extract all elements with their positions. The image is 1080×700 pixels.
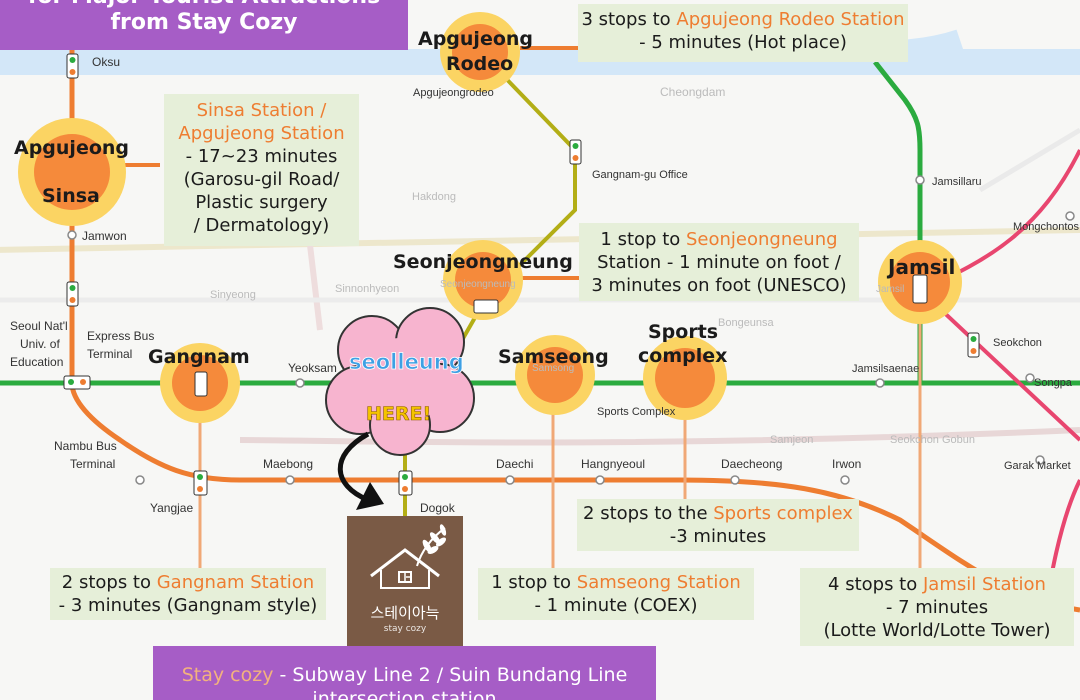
callout-jamsil: 4 stops to Jamsil Station - 7 minutes (L… [800,568,1074,646]
callout-seonjeongneung: 1 stop to Seonjeongneung Station - 1 min… [579,223,859,301]
label-sports-complex-small: Sports Complex [597,406,676,418]
label-seoul-natl-2: Univ. of [20,337,60,351]
label-samjeon: Samjeon [770,434,813,446]
stay-cozy-logo: 스테이아늑 stay cozy [347,516,463,646]
callout-seon-line-2: Station - 1 minute on foot / [597,252,841,273]
callout-gangnam: 2 stops to Gangnam Station - 3 minutes (… [50,568,326,620]
callout-jamsil-line-2: - 7 minutes [885,597,989,618]
label-sinyeong: Sinyeong [210,289,256,301]
label-jamwon: Jamwon [82,229,127,243]
hub-label-samseong: Samseong [498,346,609,368]
header-line-1: for Major Tourist Attractions [0,0,408,8]
label-daechi: Daechi [496,457,533,471]
callout-sinsa-line-3: - 17~23 minutes [185,146,338,167]
hub-label-apgujeong: Apgujeong [14,137,129,159]
callout-rodeo-line-1: 3 stops to Apgujeong Rodeo Station [581,9,905,30]
label-gangnamgu-office: Gangnam-gu Office [592,169,688,181]
label-maebong: Maebong [263,457,313,471]
callout-gangnam-line-2: - 3 minutes (Gangnam style) [58,595,318,616]
label-nambu-2: Terminal [70,457,115,471]
arrow-to-stay-cozy [337,431,370,503]
callout-seon-line-3: 3 minutes on foot (UNESCO) [591,275,847,296]
label-jamsil-faint: Jamsil [876,284,904,295]
label-seokchon: Seokchon [993,337,1042,349]
label-jamsilsaenae: Jamsilsaenae [852,363,919,375]
callout-rodeo-line-2: - 5 minutes (Hot place) [639,32,847,53]
hub-label-rodeo-a: Apgujeong [418,28,533,50]
label-seokchon-gobun: Seokchon Gobun [890,434,975,446]
callout-apgujeong-rodeo: 3 stops to Apgujeong Rodeo Station - 5 m… [578,4,908,62]
house-icon [370,524,447,589]
logo-english: stay cozy [383,624,427,634]
hub-circles [18,12,962,423]
label-bongeunsa: Bongeunsa [718,317,775,329]
hub-label-seonjeongneung: Seonjeongneung [393,251,573,273]
hub-label-sports: Sports [648,321,718,343]
callout-samseong: 1 stop to Samseong Station - 1 minute (C… [478,568,754,620]
hub-label-complex: complex [638,345,727,367]
hub-label-jamsil: Jamsil [886,255,955,279]
hub-label-rodeo-b: Rodeo [446,53,513,75]
callout-sinsa-line-4: (Garosu-gil Road/ [183,169,340,190]
callout-jamsil-line-1: 4 stops to Jamsil Station [828,574,1046,595]
line-2-jamsil-north [873,60,923,383]
callout-sports-complex: 2 stops to the Sports complex -3 minutes [577,499,859,551]
callout-sinsa: Sinsa Station / Apgujeong Station - 17~2… [164,94,359,246]
label-seoul-natl-1: Seoul Nat'l [10,319,68,333]
footer-line-2: intersection station [312,688,497,700]
callout-jamsil-line-3: (Lotte World/Lotte Tower) [823,620,1051,641]
callout-samseong-line-2: - 1 minute (COEX) [534,595,698,616]
label-sinnonhyeon: Sinnonhyeon [335,283,399,295]
callout-sports-line-2: -3 minutes [669,526,767,547]
label-garak-market: Garak Market [1004,460,1071,472]
here-badge-name: seolleung [349,350,464,374]
label-irwon: Irwon [832,457,861,471]
label-daecheong: Daecheong [721,457,782,471]
transfer-markers [63,53,980,496]
faint-line-sinbundang [239,427,1080,446]
faint-line-9 [0,227,1080,253]
callout-samseong-line-1: 1 stop to Samseong Station [491,572,741,593]
label-seonjeongneung-faint: Seonjeongneung [440,279,516,290]
label-mongchontoseong: Mongchontos [1013,221,1080,233]
here-badge: seolleung HERE! [325,307,475,456]
logo-korean: 스테이아늑 [370,604,440,622]
callout-seon-line-1: 1 stop to Seonjeongneung [600,229,838,250]
label-yeoksam: Yeoksam [288,361,337,375]
faint-line-c [978,127,1080,193]
label-cheongdam: Cheongdam [660,85,725,99]
footer-banner: Stay cozy - Subway Line 2 / Suin Bundang… [153,646,656,700]
footer-line-1: Stay cozy - Subway Line 2 / Suin Bundang… [181,664,628,686]
callout-sinsa-line-5: Plastic surgery [195,192,328,213]
callout-sinsa-line-1: Sinsa Station / [196,100,327,121]
header-banner: for Major Tourist Attractions from Stay … [0,0,408,50]
label-jamsillaru: Jamsillaru [932,176,982,188]
callout-sinsa-line-6: / Dermatology) [193,215,330,236]
label-dogok: Dogok [420,501,456,515]
label-seoul-natl-3: Education [10,355,63,369]
label-nambu-1: Nambu Bus [54,439,117,453]
station-labels: Oksu Jamwon Apgujeongrodeo Gangnam-gu Of… [10,55,1080,515]
label-oksu: Oksu [92,55,120,69]
station-dots [67,175,1075,485]
arrow-head [356,482,384,510]
callout-sports-line-1: 2 stops to the Sports complex [583,503,853,524]
label-hangnyeoul: Hangnyeoul [581,457,645,471]
marker-express [63,375,91,390]
label-express-bus-1: Express Bus [87,329,154,343]
here-badge-here: HERE! [366,403,431,425]
label-songpa: Songpa [1034,377,1073,389]
label-hakdong: Hakdong [412,191,456,203]
hub-label-sinsa: Sinsa [42,185,100,207]
label-express-bus-2: Terminal [87,347,132,361]
header-line-2: from Stay Cozy [110,10,298,35]
label-apgujeongrodeo: Apgujeongrodeo [413,87,494,99]
callout-sinsa-line-2: Apgujeong Station [178,123,345,144]
hub-label-gangnam: Gangnam [148,346,250,368]
callout-gangnam-line-1: 2 stops to Gangnam Station [61,572,315,593]
label-yangjae: Yangjae [150,501,193,515]
label-samsung-faint: Samsong [532,363,574,374]
